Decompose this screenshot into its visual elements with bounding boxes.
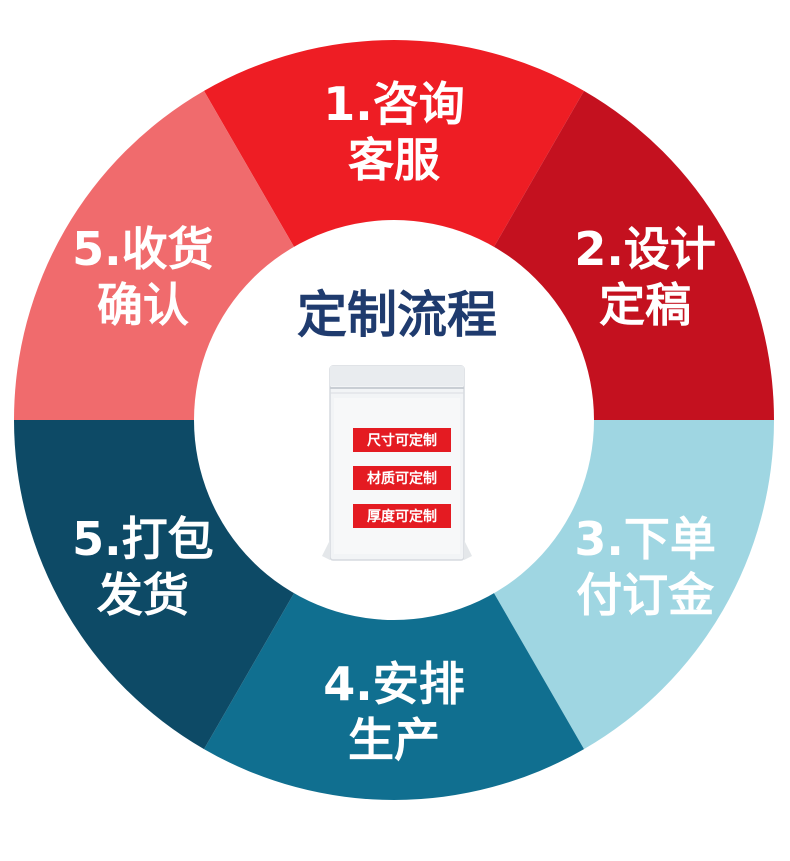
- center-title: 定制流程: [297, 286, 497, 344]
- bag-tag-label-2: 材质可定制: [367, 470, 437, 487]
- step-5-label-1: 5.打包: [72, 512, 213, 566]
- step-2-label-1: 2.设计: [574, 222, 715, 276]
- step-3-label-2: 付订金: [576, 568, 715, 622]
- step-4-label-1: 4.安排: [323, 657, 464, 711]
- step-1-label-2: 客服: [348, 133, 440, 187]
- step-3-label-1: 3.下单: [574, 512, 715, 566]
- zipper-bag-image: [322, 366, 472, 560]
- step-4-label-2: 生产: [348, 713, 440, 767]
- bag-tag-label-1: 尺寸可定制: [367, 432, 437, 449]
- step-2-label-2: 定稿: [599, 278, 691, 332]
- step-5-label-2: 发货: [97, 568, 189, 622]
- step-6-label-1: 5.收货: [72, 222, 213, 276]
- step-6-label-2: 确认: [97, 278, 189, 332]
- bag-tag-label-3: 厚度可定制: [367, 508, 437, 525]
- step-1-label-1: 1.咨询: [323, 77, 464, 131]
